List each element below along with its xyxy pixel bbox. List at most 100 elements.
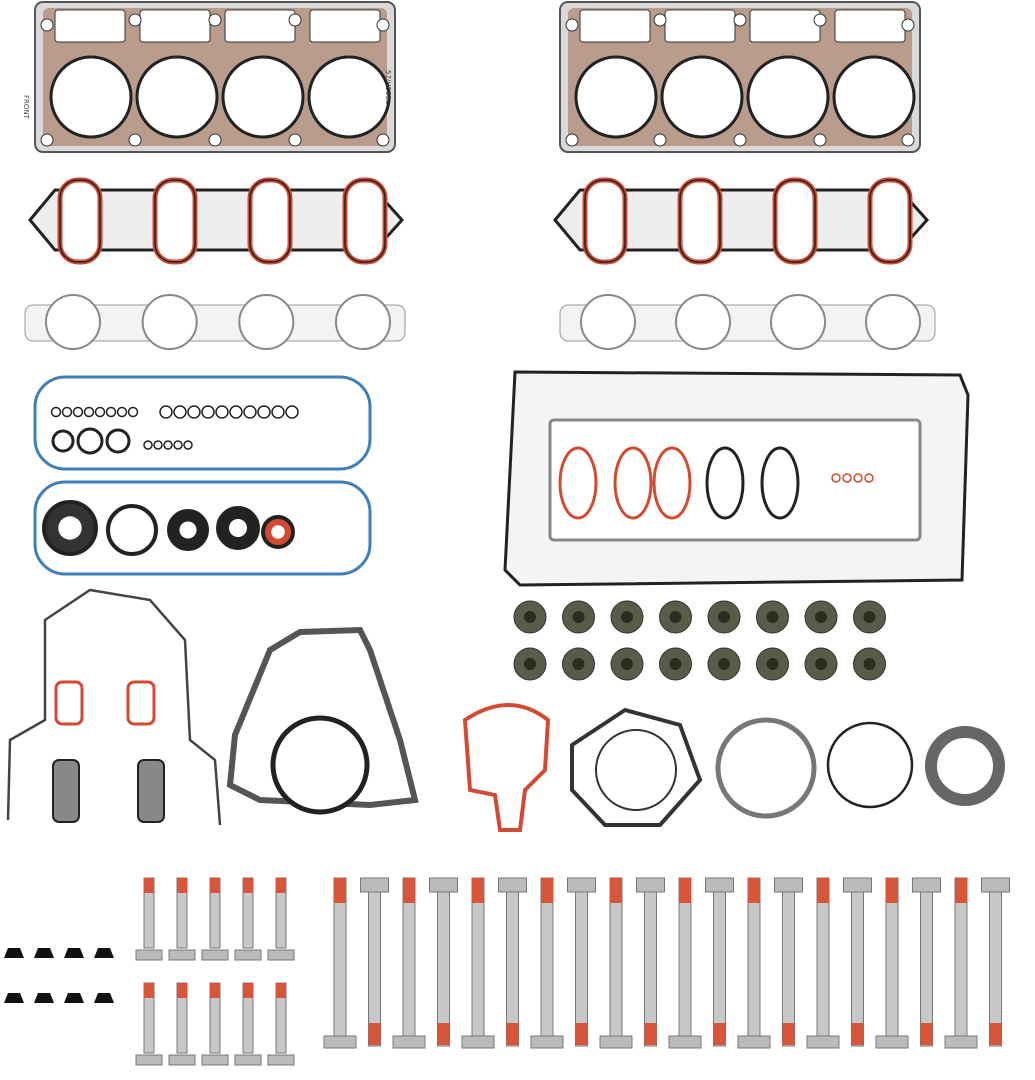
short-bolt-head (168, 1054, 196, 1066)
intake-port-seal (582, 177, 628, 265)
thread-locker-patch (748, 878, 760, 903)
head-bolt-head (774, 877, 803, 893)
intake-port-outline (679, 179, 721, 263)
head-bolt-shank (437, 885, 450, 1047)
short-bolt-head (234, 1054, 262, 1066)
head-bolt-head (461, 1035, 495, 1049)
exhaust-port (335, 294, 391, 350)
intake-port-seal (342, 177, 388, 265)
intake-port-outline (249, 179, 291, 263)
intake-port-seal (677, 177, 723, 265)
o-ring-large (826, 721, 914, 809)
o-ring-small (116, 406, 128, 418)
rubber-grommet (64, 948, 84, 958)
head-bolt-shank (644, 885, 657, 1047)
thread-locker-patch (243, 878, 253, 893)
head-gasket-bolt-hole (288, 133, 302, 147)
thread-locker-patch (782, 1023, 795, 1045)
thread-locker-patch (541, 878, 553, 903)
o-ring-small (229, 405, 243, 419)
head-gasket-cylinder-bore (660, 55, 744, 139)
exhaust-ring-gasket (715, 717, 817, 819)
intake-gasket-carrier (28, 188, 405, 252)
o-ring-small (831, 473, 841, 483)
seal-ring-center (121, 519, 143, 541)
head-bolt-head (843, 877, 872, 893)
head-bolt-head (429, 877, 458, 893)
thread-locker-patch (920, 1023, 933, 1045)
valley-port-seal (705, 446, 745, 520)
thread-locker-patch (403, 878, 415, 903)
head-gasket-bolt-hole (40, 133, 54, 147)
valve-cover-gasket (33, 480, 372, 576)
valve-stem-seal-center (718, 611, 730, 623)
o-ring-small (163, 440, 173, 450)
head-bolt-head (875, 1035, 909, 1049)
thread-locker-patch (210, 983, 220, 998)
exhaust-port (141, 294, 198, 350)
o-ring-small (105, 406, 117, 418)
seal-ring-center (179, 521, 197, 539)
valley-port-seal (652, 446, 692, 520)
short-bolt-head (201, 1054, 229, 1066)
head-bolt-head (360, 877, 389, 893)
head-gasket-bolt-hole (901, 18, 915, 32)
thermostat-gasket (462, 703, 551, 832)
head-gasket-cylinder-bore (832, 55, 916, 139)
thread-locker-patch (955, 878, 967, 903)
intake-port-outline (59, 179, 101, 263)
exhaust-port (45, 294, 101, 350)
o-ring-small (50, 406, 62, 418)
head-gasket-water-port (834, 9, 906, 43)
short-bolt-head (168, 949, 196, 961)
head-bolt-head (944, 1035, 978, 1049)
exhaust-gasket-body (24, 304, 406, 342)
o-ring-small (187, 405, 201, 419)
short-bolt-head (234, 949, 262, 961)
valve-stem-seal-center (815, 658, 827, 670)
thread-locker-patch (243, 983, 253, 998)
head-gasket-left (34, 1, 396, 153)
thread-locker-patch (368, 1023, 381, 1045)
gasket-parts (4, 177, 1010, 1066)
head-gasket-bolt-hole (813, 13, 827, 27)
exhaust-port (865, 294, 921, 350)
o-ring (105, 428, 131, 454)
intake-port-outline (154, 179, 196, 263)
head-bolt-head (737, 1035, 771, 1049)
valley-port-seal (558, 446, 598, 520)
valve-stem-seal-center (718, 658, 730, 670)
o-ring-small (159, 405, 173, 419)
head-gasket-bolt-hole (208, 133, 222, 147)
oil-pump-gasket (570, 707, 703, 827)
head-gasket-water-port (664, 9, 736, 43)
valve-stem-seal-center (766, 611, 779, 623)
seal-ring-center (58, 516, 82, 540)
oil-pump-gasket-bore (595, 729, 677, 811)
short-bolt-head (135, 1054, 163, 1066)
head-gasket-water-port (309, 9, 381, 43)
o-ring (76, 427, 104, 455)
o-ring-small (243, 405, 257, 419)
intake-port-seal (772, 177, 818, 265)
o-ring-small (864, 473, 874, 483)
head-bolt-head (498, 877, 527, 893)
thread-locker-patch (644, 1023, 657, 1045)
head-bolt-head (599, 1035, 633, 1049)
head-bolt-head (567, 877, 596, 893)
exhaust-gasket-body (559, 304, 936, 342)
valve-stem-seal-center (766, 658, 779, 670)
head-bolt-head (981, 877, 1010, 893)
head-gasket-bolt-hole (288, 13, 302, 27)
rubber-grommet (94, 993, 114, 1003)
valve-stem-seal-center (863, 611, 876, 623)
seal-ring-center (229, 519, 247, 537)
head-gasket-bolt-hole (813, 133, 827, 147)
exhaust-port (770, 294, 826, 350)
short-bolt-head (267, 949, 295, 961)
head-gasket-bolt-hole (376, 18, 390, 32)
water-pump-gasket (54, 680, 84, 726)
rubber-grommet (34, 993, 54, 1003)
